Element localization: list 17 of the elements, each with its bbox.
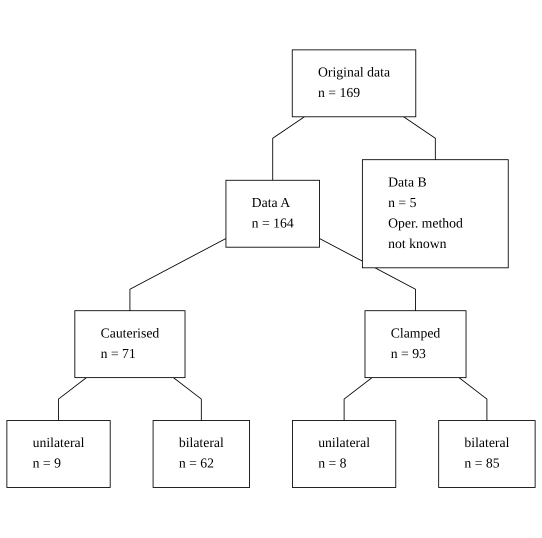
- connector: [344, 378, 372, 422]
- node-box: Data B n = 5 Oper. method not known: [362, 160, 509, 269]
- connector: [272, 116, 305, 182]
- node-box: Clamped n = 93: [364, 310, 466, 378]
- connector: [58, 378, 87, 422]
- connector: [173, 378, 202, 422]
- node-box: Original data n = 169: [292, 50, 416, 118]
- node-box: unilateral n = 9: [6, 420, 111, 488]
- node-box: bilateral n = 85: [438, 420, 536, 488]
- connector: [403, 116, 436, 160]
- connector: [458, 378, 488, 422]
- node-box: unilateral n = 8: [292, 420, 396, 488]
- connector: [319, 238, 416, 312]
- node-box: Data A n = 164: [226, 180, 320, 248]
- node-box: bilateral n = 62: [152, 420, 250, 488]
- connector: [130, 238, 226, 312]
- node-box: Cauterised n = 71: [74, 310, 186, 378]
